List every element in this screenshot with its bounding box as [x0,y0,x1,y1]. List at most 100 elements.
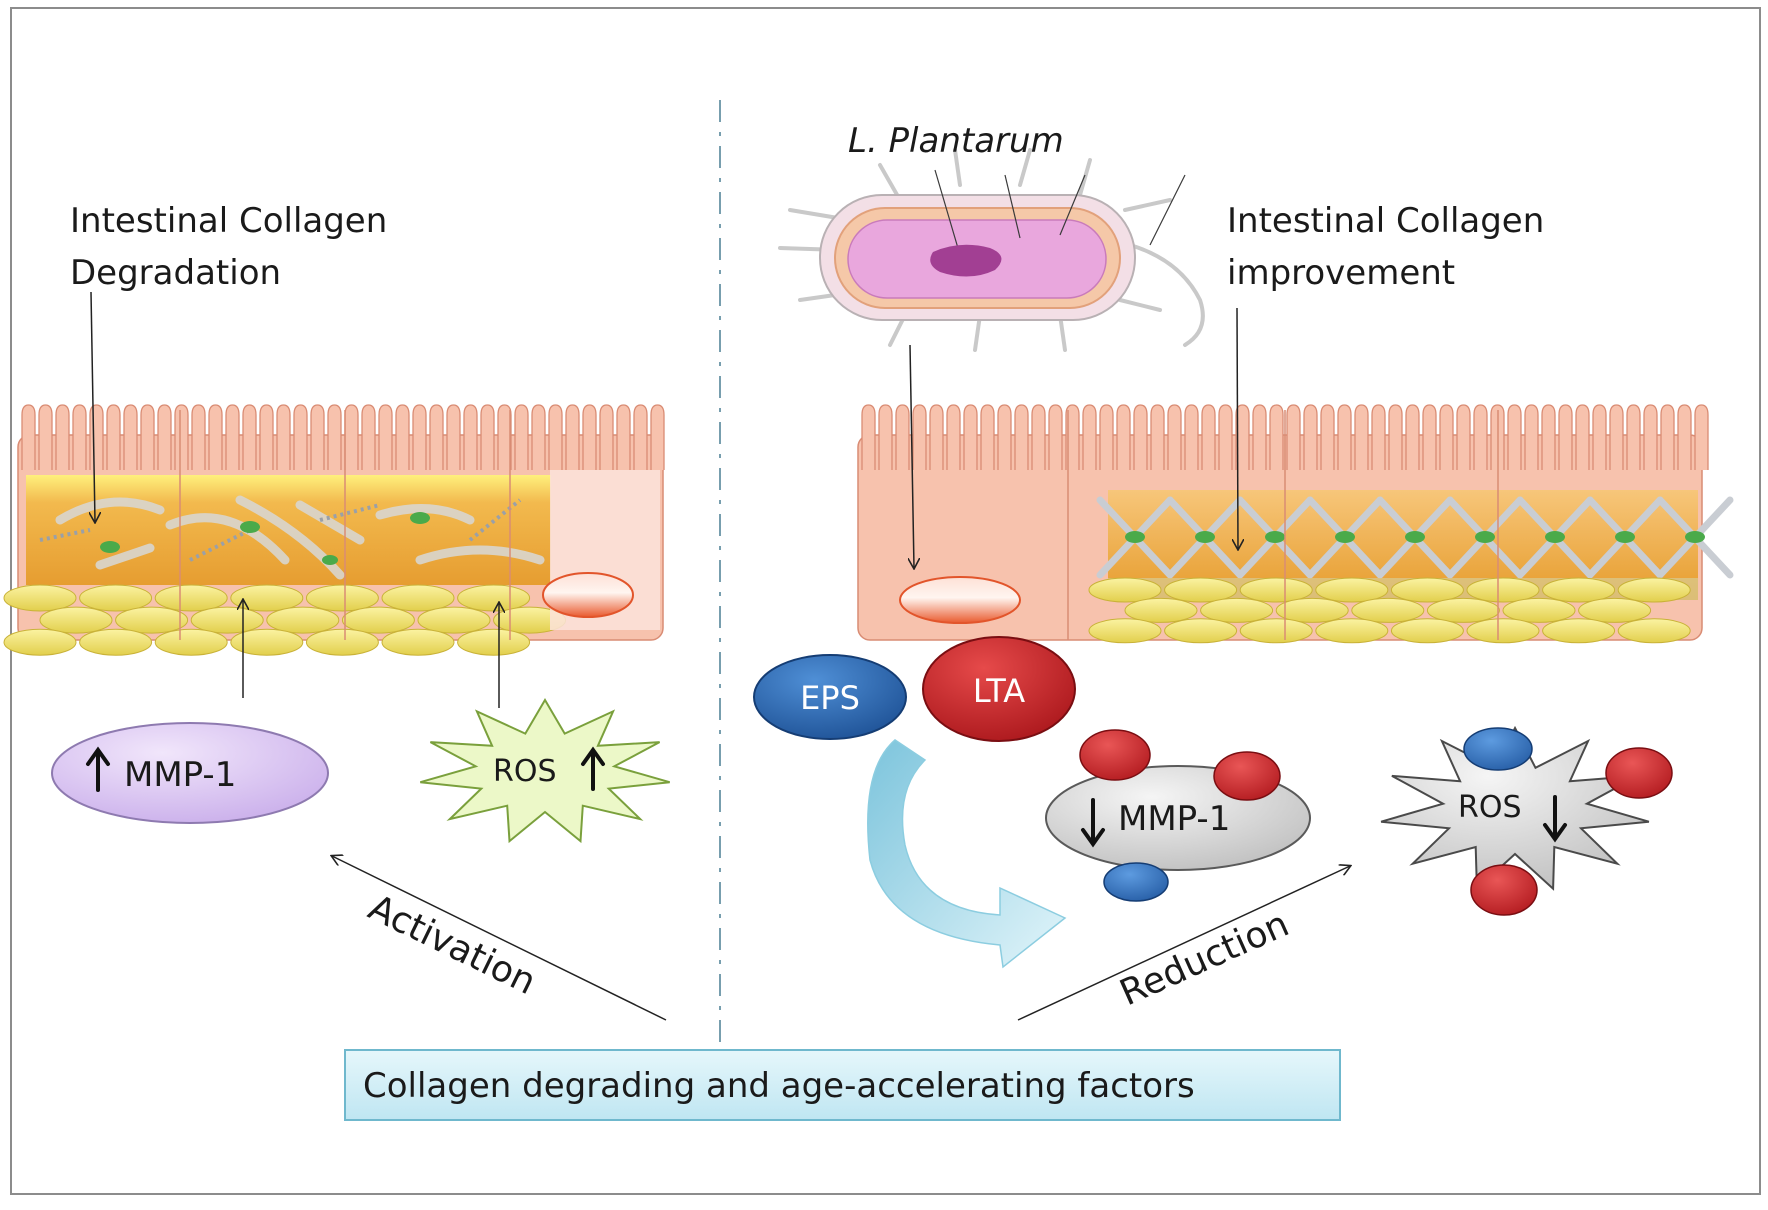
villus [912,404,927,470]
up-arrow-icon [581,746,605,791]
crosslink-node [1475,531,1495,543]
bacterium [778,148,1205,352]
villus [1269,404,1284,470]
adipocyte [457,628,531,656]
left-title-arrow [91,291,95,522]
mmp1-left-label: MMP-1 [124,755,236,795]
lta-bound-dot [1605,747,1673,799]
adipocyte [3,584,77,612]
adipocyte [79,628,153,656]
adipocyte [381,628,455,656]
eps-bound-dot [1103,862,1169,902]
villus [55,404,70,470]
adipocyte [79,584,153,612]
adipocyte [1124,597,1198,623]
villus [633,404,648,470]
adipocyte [1542,618,1616,644]
villus [861,404,876,470]
villus [1184,404,1199,470]
adipocyte [1088,618,1162,644]
villus [582,404,597,470]
adipocyte [1239,577,1313,603]
villus [1082,404,1097,470]
villus [1133,404,1148,470]
mmp1-up-node: MMP-1 [51,722,329,824]
villus [395,404,410,470]
villus [157,404,172,470]
villus [446,404,461,470]
adipocyte [1466,577,1540,603]
adipocyte [457,584,531,612]
villus [997,404,1012,470]
villus [1218,404,1233,470]
villus [1116,404,1131,470]
villus [1201,404,1216,470]
villus [1592,404,1607,470]
factors-box-text: Collagen degrading and age-accelerating … [363,1066,1195,1106]
adipocyte [190,606,264,634]
villus [1320,404,1335,470]
lta-bound-dot [1213,751,1281,801]
adipocyte [1239,618,1313,644]
curved-transfer-arrow [867,739,1067,969]
adipocyte [1200,597,1274,623]
villus [650,404,665,470]
left-vessel [542,572,634,618]
villus [1371,404,1386,470]
villus [1541,404,1556,470]
adipocyte [1315,577,1389,603]
villus [106,404,121,470]
villus [1660,404,1675,470]
ros-up-node: ROS [420,698,670,844]
activation-arrow [332,856,667,1021]
villus [548,404,563,470]
adipocyte [39,606,113,634]
adipocyte [417,606,491,634]
villus [1048,404,1063,470]
villus [361,404,376,470]
villus [1252,404,1267,470]
villus [531,404,546,470]
crosslink-node [1615,531,1635,543]
villus [1337,404,1352,470]
villus [412,404,427,470]
villus [463,404,478,470]
villus [980,404,995,470]
villus [276,404,291,470]
adipocyte [1164,577,1238,603]
villus [174,404,189,470]
villus [208,404,223,470]
villus [21,404,36,470]
villus [1694,404,1709,470]
eps-bound-dot [1463,727,1533,771]
villus [1456,404,1471,470]
crosslink-node [1265,531,1285,543]
ros-right-label: ROS [1458,790,1522,825]
crosslink-node [1685,531,1705,543]
villus [327,404,342,470]
villus [1575,404,1590,470]
villus [378,404,393,470]
crosslink-node [1405,531,1425,543]
villus [1167,404,1182,470]
villus [344,404,359,470]
adipocyte [1542,577,1616,603]
villus [259,404,274,470]
adipocyte [1466,618,1540,644]
villus [1014,404,1029,470]
villus [1286,404,1301,470]
villus [123,404,138,470]
villus [929,404,944,470]
villus [1422,404,1437,470]
villus [242,404,257,470]
right-title-line1: Intestinal Collagen [1227,201,1544,241]
bacterium-label: L. Plantarum [848,121,1064,161]
villus [878,404,893,470]
villus [565,404,580,470]
crosslink-node [1125,531,1145,543]
lta-label: LTA [973,672,1025,710]
adipocyte [1617,618,1691,644]
ros-down-node: ROS [1380,725,1673,916]
adipocyte [341,606,415,634]
